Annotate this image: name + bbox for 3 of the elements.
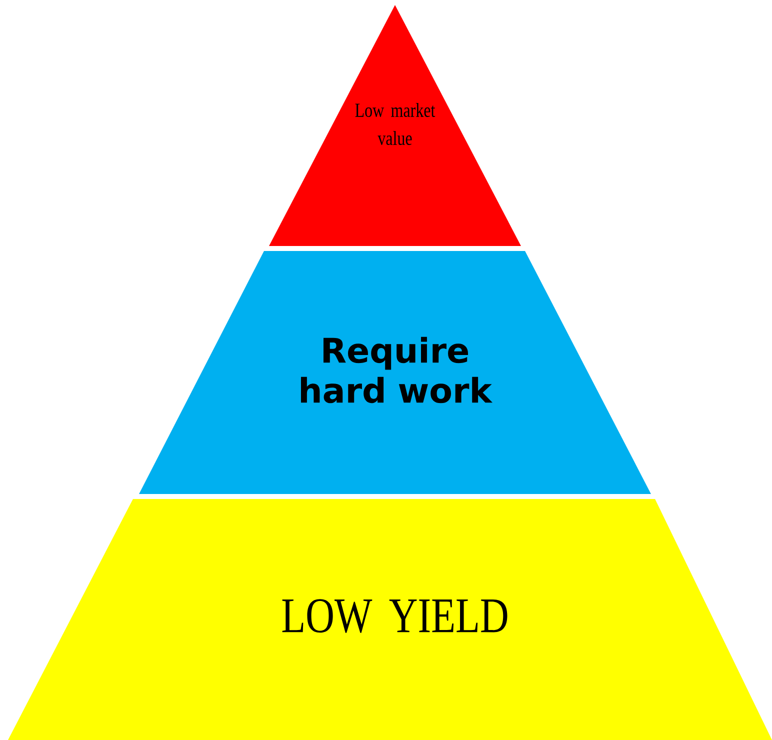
pyramid-tier: Require hard work bbox=[139, 251, 651, 494]
pyramid-tier: LOW YIELD bbox=[8, 499, 772, 740]
pyramid-tier: Low market value bbox=[269, 5, 521, 246]
